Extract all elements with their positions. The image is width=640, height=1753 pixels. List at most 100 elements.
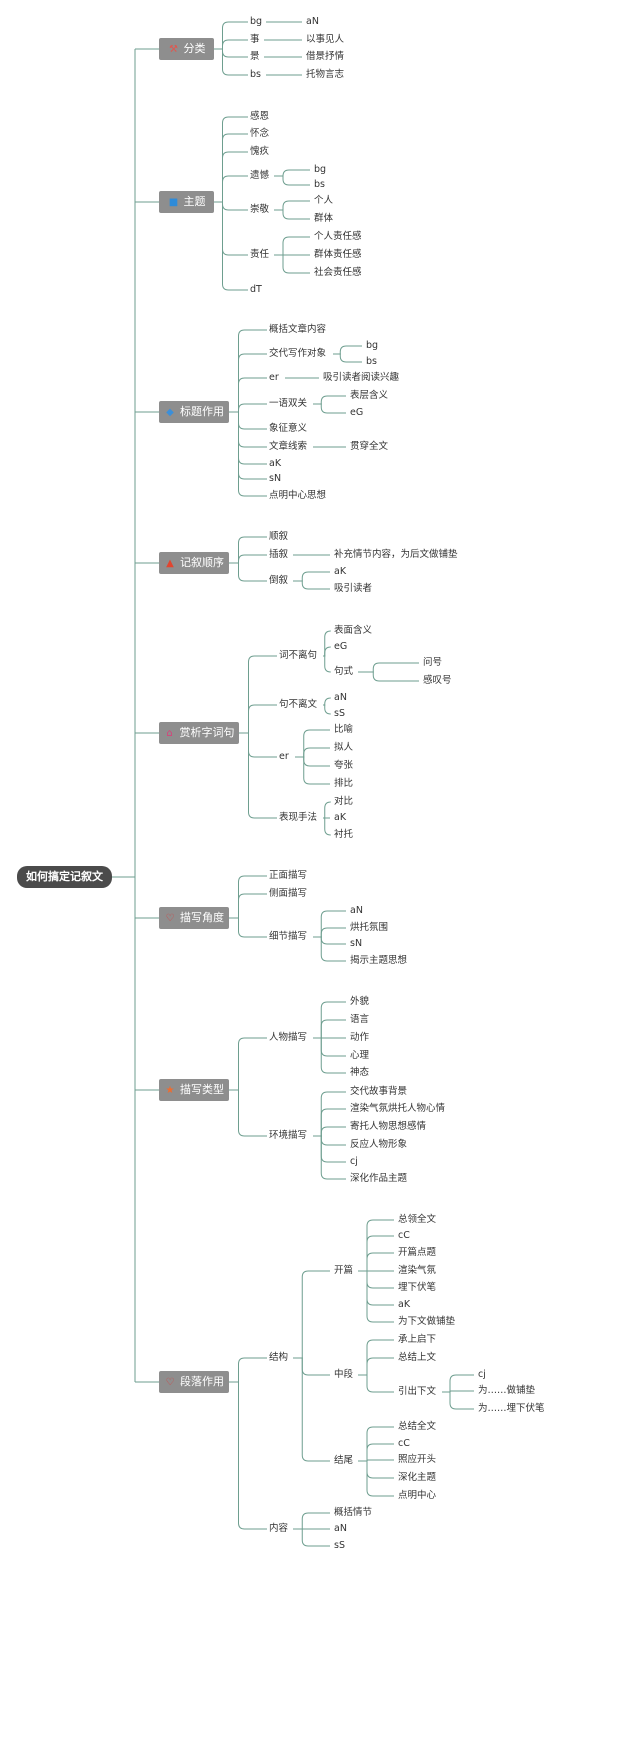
node-level2[interactable]: 排比 — [334, 778, 354, 789]
branch-5[interactable]: ♡描写角度 — [159, 907, 229, 929]
node-level4[interactable]: 为……埋下伏笔 — [478, 1403, 545, 1414]
node-level3[interactable]: 深化主题 — [398, 1472, 437, 1483]
node-level2[interactable]: 句式 — [334, 666, 354, 677]
node-level4[interactable]: 为……做铺垫 — [478, 1385, 536, 1396]
node-level3[interactable]: 点明中心 — [398, 1490, 437, 1501]
branch-2[interactable]: ◆标题作用 — [159, 401, 229, 423]
node-level2[interactable]: 吸引读者阅读兴趣 — [323, 372, 400, 383]
node-level1[interactable]: 人物描写 — [269, 1032, 308, 1043]
node-level1[interactable]: 一语双关 — [269, 398, 308, 409]
node-level3[interactable]: aK — [398, 1299, 411, 1310]
node-level1[interactable]: 正面描写 — [269, 870, 308, 881]
node-level2[interactable]: 社会责任感 — [314, 267, 362, 278]
root-node[interactable]: 如何搞定记叙文 — [17, 866, 112, 888]
node-level3[interactable]: 问号 — [423, 657, 443, 668]
node-level3[interactable]: 总结上文 — [398, 1352, 437, 1363]
node-level2[interactable]: 比喻 — [334, 724, 354, 735]
node-level3[interactable]: 为下文做铺垫 — [398, 1316, 456, 1327]
node-level1[interactable]: 遗憾 — [250, 170, 270, 181]
node-level1[interactable]: 倒叙 — [269, 575, 289, 586]
node-level2[interactable]: aN — [334, 1523, 347, 1534]
node-level2[interactable]: eG — [334, 641, 348, 652]
node-level2[interactable]: aK — [334, 812, 347, 823]
node-level2[interactable]: 概括情节 — [334, 1507, 373, 1518]
branch-3[interactable]: ▲记叙顺序 — [159, 552, 229, 574]
node-level1[interactable]: 结构 — [269, 1352, 289, 1363]
node-level2[interactable]: aK — [334, 566, 347, 577]
node-level2[interactable]: aN — [306, 16, 319, 27]
node-level2[interactable]: 个人责任感 — [314, 231, 362, 242]
node-level2[interactable]: sS — [334, 1540, 345, 1551]
node-level3[interactable]: 感叹号 — [423, 675, 452, 686]
node-level3[interactable]: 总领全文 — [398, 1214, 437, 1225]
node-level1[interactable]: 点明中心思想 — [269, 490, 327, 501]
node-level2[interactable]: bs — [366, 356, 377, 367]
node-level2[interactable]: 反应人物形象 — [350, 1139, 408, 1150]
node-level2[interactable]: 以事见人 — [306, 34, 345, 45]
node-level2[interactable]: 托物言志 — [306, 69, 345, 80]
node-level1[interactable]: 崇敬 — [250, 204, 270, 215]
node-level1[interactable]: 景 — [250, 51, 260, 62]
node-level1[interactable]: bs — [250, 69, 261, 80]
node-level1[interactable]: 侧面描写 — [269, 888, 308, 899]
node-level2[interactable]: 揭示主题思想 — [350, 955, 408, 966]
node-level2[interactable]: 个人 — [314, 195, 334, 206]
node-level3[interactable]: 照应开头 — [398, 1454, 437, 1465]
node-level1[interactable]: 插叙 — [269, 549, 289, 560]
node-level1[interactable]: sN — [269, 473, 282, 484]
node-level1[interactable]: 细节描写 — [269, 931, 308, 942]
node-level1[interactable]: 词不离句 — [279, 650, 318, 661]
node-level2[interactable]: 渲染气氛烘托人物心情 — [350, 1103, 446, 1114]
node-level3[interactable]: cC — [398, 1230, 410, 1241]
node-level2[interactable]: 吸引读者 — [334, 583, 373, 594]
node-level2[interactable]: sN — [350, 938, 363, 949]
node-level2[interactable]: 深化作品主题 — [350, 1173, 408, 1184]
node-level2[interactable]: bg — [366, 340, 379, 351]
node-level2[interactable]: 群体 — [314, 213, 334, 224]
node-level1[interactable]: 事 — [250, 34, 260, 45]
node-level1[interactable]: bg — [250, 16, 263, 27]
node-level1[interactable]: 概括文章内容 — [269, 324, 327, 335]
node-level1[interactable]: 句不离文 — [279, 699, 318, 710]
node-level3[interactable]: 承上启下 — [398, 1334, 437, 1345]
node-level1[interactable]: 交代写作对象 — [269, 348, 327, 359]
node-level2[interactable]: 夸张 — [334, 760, 354, 771]
node-level2[interactable]: 神态 — [350, 1067, 370, 1078]
node-level2[interactable]: 表面含义 — [334, 625, 373, 636]
node-level2[interactable]: 结尾 — [334, 1455, 354, 1466]
node-level2[interactable]: eG — [350, 407, 364, 418]
node-level1[interactable]: er — [279, 751, 289, 762]
node-level2[interactable]: 烘托氛围 — [350, 922, 389, 933]
node-level3[interactable]: 开篇点题 — [398, 1247, 437, 1258]
node-level2[interactable]: bg — [314, 164, 327, 175]
node-level2[interactable]: 拟人 — [334, 742, 354, 753]
node-level2[interactable]: bs — [314, 179, 325, 190]
node-level2[interactable]: 表层含义 — [350, 390, 389, 401]
node-level1[interactable]: 顺叙 — [269, 531, 289, 542]
branch-4[interactable]: ⌂赏析字词句 — [159, 722, 239, 744]
node-level1[interactable]: 内容 — [269, 1523, 289, 1534]
node-level2[interactable]: aN — [334, 692, 347, 703]
node-level2[interactable]: 补充情节内容，为后文做铺垫 — [334, 549, 458, 560]
node-level2[interactable]: 借景抒情 — [306, 51, 345, 62]
node-level2[interactable]: 衬托 — [334, 829, 354, 840]
node-level2[interactable]: cj — [350, 1156, 358, 1167]
node-level3[interactable]: 引出下文 — [398, 1386, 437, 1397]
node-level3[interactable]: cC — [398, 1438, 410, 1449]
node-level3[interactable]: 渲染气氛 — [398, 1265, 437, 1276]
node-level2[interactable]: 心理 — [350, 1050, 370, 1061]
node-level2[interactable]: 外貌 — [350, 996, 370, 1007]
branch-1[interactable]: ■主题 — [159, 191, 214, 213]
node-level2[interactable]: 群体责任感 — [314, 249, 362, 260]
node-level4[interactable]: cj — [478, 1369, 486, 1380]
node-level1[interactable]: aK — [269, 458, 282, 469]
node-level2[interactable]: 对比 — [334, 796, 354, 807]
node-level3[interactable]: 总结全文 — [398, 1421, 437, 1432]
node-level1[interactable]: 责任 — [250, 249, 270, 260]
node-level2[interactable]: 语言 — [350, 1014, 370, 1025]
node-level2[interactable]: 寄托人物思想感情 — [350, 1121, 427, 1132]
node-level2[interactable]: 贯穿全文 — [350, 441, 389, 452]
node-level2[interactable]: 中段 — [334, 1369, 354, 1380]
node-level2[interactable]: 开篇 — [334, 1265, 354, 1276]
node-level2[interactable]: 交代故事背景 — [350, 1086, 408, 1097]
